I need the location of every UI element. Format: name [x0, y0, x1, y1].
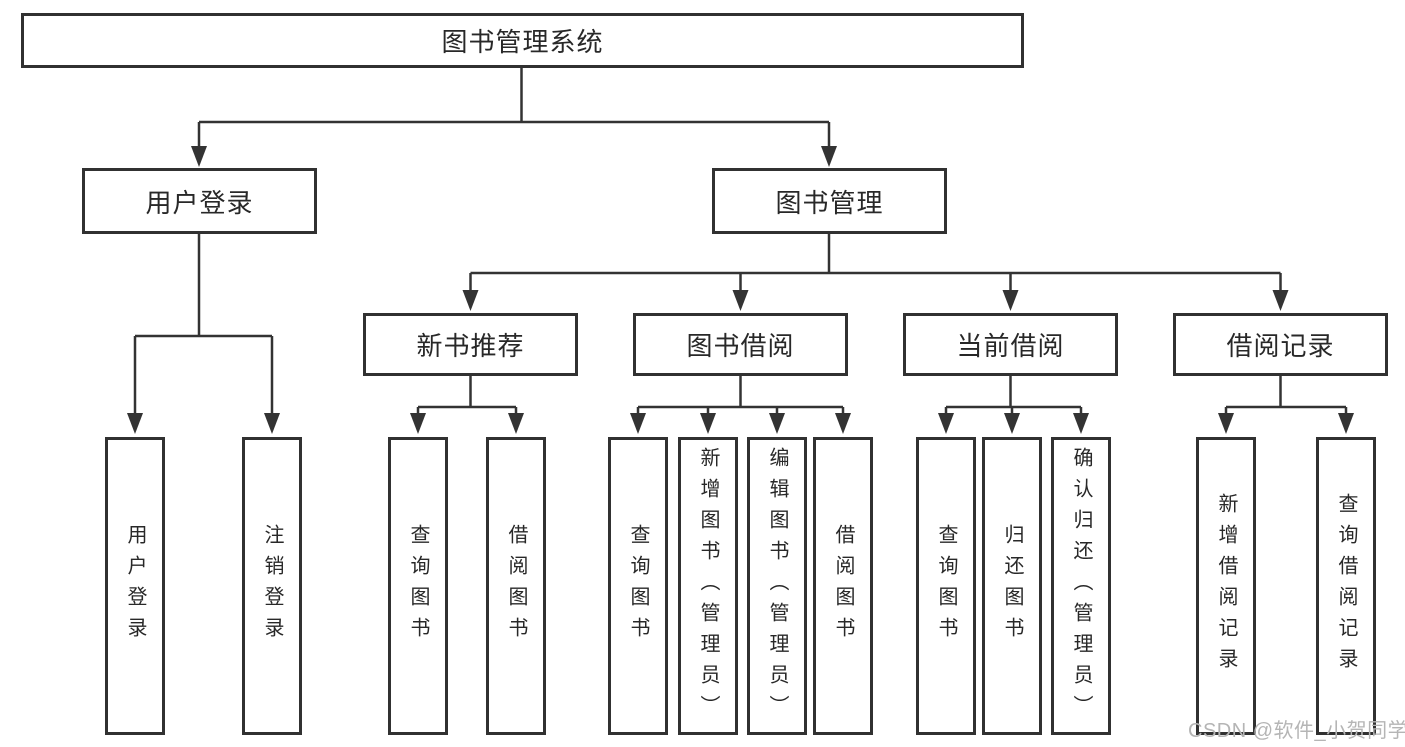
- arrow-down-icon: [700, 413, 716, 434]
- node-label: 查询图书: [407, 524, 429, 648]
- node-label: 用户登录: [145, 187, 254, 218]
- arrow-down-icon: [410, 413, 426, 434]
- arrow-down-icon: [127, 413, 143, 434]
- node-user-login-branch: 用户登录: [82, 168, 317, 234]
- connector-new-book-recommend-to-leaves: [410, 376, 524, 434]
- node-label: 借阅图书: [505, 524, 527, 648]
- arrow-down-icon: [732, 290, 749, 311]
- leaf-records-query-borrow-record: 查询借阅记录: [1316, 437, 1376, 735]
- arrow-down-icon: [462, 290, 479, 311]
- node-label: 借阅图书: [832, 524, 854, 648]
- leaf-records-add-borrow-record: 新增借阅记录: [1196, 437, 1256, 735]
- arrow-down-icon: [630, 413, 646, 434]
- arrow-down-icon: [1218, 413, 1234, 434]
- leaf-borrow-edit-books-admin: 编辑图书（管理员）: [747, 437, 807, 735]
- node-book-borrow: 图书借阅: [633, 313, 848, 376]
- connector-book-borrow-to-leaves: [630, 376, 851, 434]
- node-label: 查询图书: [935, 524, 957, 648]
- arrow-down-icon: [835, 413, 851, 434]
- node-label: 注销登录: [261, 524, 283, 648]
- node-label: 新增借阅记录: [1215, 493, 1237, 679]
- node-label: 图书管理: [775, 187, 884, 218]
- node-label: 用户登录: [124, 524, 146, 648]
- arrow-down-icon: [938, 413, 954, 434]
- arrow-down-icon: [191, 146, 207, 167]
- node-label: 确认归还（管理员）: [1070, 446, 1092, 726]
- connector-current-borrow-to-leaves: [938, 376, 1089, 434]
- leaf-recommend-borrow-books: 借阅图书: [486, 437, 546, 735]
- arrow-down-icon: [821, 146, 837, 167]
- connector-root-to-level2: [191, 68, 837, 167]
- leaf-current-query-books: 查询图书: [916, 437, 976, 735]
- node-label: 新增图书（管理员）: [697, 446, 719, 726]
- arrow-down-icon: [1073, 413, 1089, 434]
- leaf-current-confirm-return-admin: 确认归还（管理员）: [1051, 437, 1111, 735]
- node-label: 查询图书: [627, 524, 649, 648]
- node-new-book-recommend: 新书推荐: [363, 313, 578, 376]
- arrow-down-icon: [769, 413, 785, 434]
- connector-user-login-to-leaves: [127, 234, 280, 434]
- arrow-down-icon: [1272, 290, 1289, 311]
- node-label: 当前借阅: [956, 331, 1065, 361]
- arrow-down-icon: [1002, 290, 1019, 311]
- leaf-user-login: 用户登录: [105, 437, 165, 735]
- arrow-down-icon: [1338, 413, 1354, 434]
- leaf-borrow-query-books: 查询图书: [608, 437, 668, 735]
- node-label: 新书推荐: [416, 331, 525, 361]
- arrow-down-icon: [508, 413, 524, 434]
- connector-book-management-to-level3: [462, 234, 1289, 311]
- node-current-borrow: 当前借阅: [903, 313, 1118, 376]
- node-label: 图书借阅: [686, 331, 795, 361]
- connector-borrow-records-to-leaves: [1218, 376, 1354, 434]
- node-label: 图书管理系统: [441, 27, 604, 57]
- node-label: 编辑图书（管理员）: [766, 446, 788, 726]
- arrow-down-icon: [1004, 413, 1020, 434]
- node-library-management-system: 图书管理系统: [21, 13, 1024, 68]
- leaf-borrow-borrow-books: 借阅图书: [813, 437, 873, 735]
- leaf-borrow-add-books-admin: 新增图书（管理员）: [678, 437, 738, 735]
- node-book-management: 图书管理: [712, 168, 947, 234]
- node-label: 借阅记录: [1226, 331, 1335, 361]
- node-label: 归还图书: [1001, 524, 1023, 648]
- arrow-down-icon: [264, 413, 280, 434]
- leaf-current-return-books: 归还图书: [982, 437, 1042, 735]
- leaf-recommend-query-books: 查询图书: [388, 437, 448, 735]
- node-borrow-records: 借阅记录: [1173, 313, 1388, 376]
- node-label: 查询借阅记录: [1335, 493, 1357, 679]
- csdn-watermark: CSDN @软件_小贺同学: [1188, 720, 1405, 742]
- leaf-logout: 注销登录: [242, 437, 302, 735]
